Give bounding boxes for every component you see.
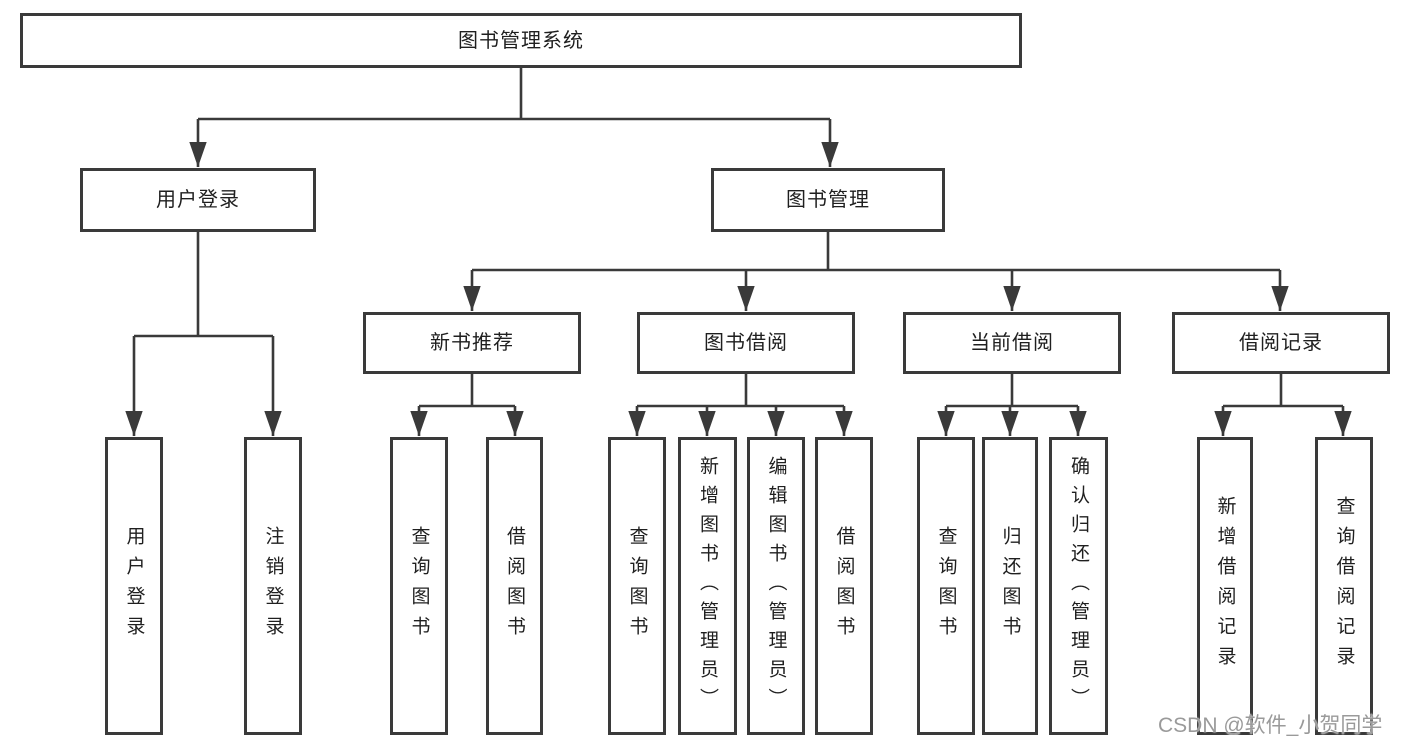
leaf-logout-login-label: 注销登录 — [262, 526, 284, 646]
leaf-recommend-query-books: 查询图书 — [390, 437, 448, 735]
csdn-watermark: CSDN @软件_小贺同学 — [1158, 714, 1383, 737]
node-new-book-recommend: 新书推荐 — [363, 312, 581, 374]
leaf-current-query-books: 查询图书 — [917, 437, 975, 735]
node-book-management-label: 图书管理 — [786, 189, 870, 211]
node-book-borrowing-label: 图书借阅 — [704, 332, 788, 354]
connector-book-borrowing-children — [628, 374, 853, 436]
node-borrowing-records-label: 借阅记录 — [1239, 332, 1323, 354]
node-root-label: 图书管理系统 — [458, 29, 584, 52]
node-borrowing-records: 借阅记录 — [1172, 312, 1390, 374]
node-book-management: 图书管理 — [711, 168, 945, 232]
connector-book-management-sections — [463, 232, 1289, 311]
leaf-borrowing-add-books-admin: 新增图书（管理员） — [678, 437, 737, 735]
connector-borrowing-records-children — [1214, 374, 1352, 436]
node-user-login: 用户登录 — [80, 168, 316, 232]
leaf-borrowing-edit-books-admin: 编辑图书（管理员） — [747, 437, 805, 735]
node-new-book-recommend-label: 新书推荐 — [430, 332, 514, 354]
leaf-records-query-record-label: 查询借阅记录 — [1333, 496, 1355, 676]
leaf-borrowing-query-books-label: 查询图书 — [626, 526, 648, 646]
leaf-borrowing-edit-books-admin-label: 编辑图书（管理员） — [765, 455, 787, 717]
leaf-logout-login: 注销登录 — [244, 437, 302, 735]
node-root: 图书管理系统 — [20, 13, 1022, 68]
leaf-records-add-record-label: 新增借阅记录 — [1214, 496, 1236, 676]
leaf-recommend-query-books-label: 查询图书 — [408, 526, 430, 646]
leaf-user-login-label: 用户登录 — [123, 526, 145, 646]
connector-user-login-children — [125, 232, 282, 436]
leaf-current-return-books-label: 归还图书 — [999, 526, 1021, 646]
leaf-borrowing-borrow-books: 借阅图书 — [815, 437, 873, 735]
leaf-borrowing-add-books-admin-label: 新增图书（管理员） — [697, 455, 718, 717]
leaf-current-confirm-return-admin-label: 确认归还（管理员） — [1068, 455, 1089, 717]
leaf-borrowing-query-books: 查询图书 — [608, 437, 666, 735]
leaf-current-confirm-return-admin: 确认归还（管理员） — [1049, 437, 1108, 735]
leaf-current-return-books: 归还图书 — [982, 437, 1038, 735]
leaf-current-query-books-label: 查询图书 — [935, 526, 957, 646]
connector-root-to-level2 — [189, 68, 839, 167]
leaf-records-query-record: 查询借阅记录 — [1315, 437, 1373, 735]
leaf-records-add-record: 新增借阅记录 — [1197, 437, 1253, 735]
leaf-recommend-borrow-books: 借阅图书 — [486, 437, 543, 735]
connector-current-borrowing-children — [937, 374, 1087, 436]
leaf-user-login: 用户登录 — [105, 437, 163, 735]
leaf-recommend-borrow-books-label: 借阅图书 — [504, 526, 525, 646]
connector-new-book-recommend-children — [410, 374, 524, 436]
node-current-borrowing-label: 当前借阅 — [970, 332, 1054, 354]
node-book-borrowing: 图书借阅 — [637, 312, 855, 374]
node-user-login-label: 用户登录 — [156, 189, 240, 211]
leaf-borrowing-borrow-books-label: 借阅图书 — [833, 526, 855, 646]
node-current-borrowing: 当前借阅 — [903, 312, 1121, 374]
